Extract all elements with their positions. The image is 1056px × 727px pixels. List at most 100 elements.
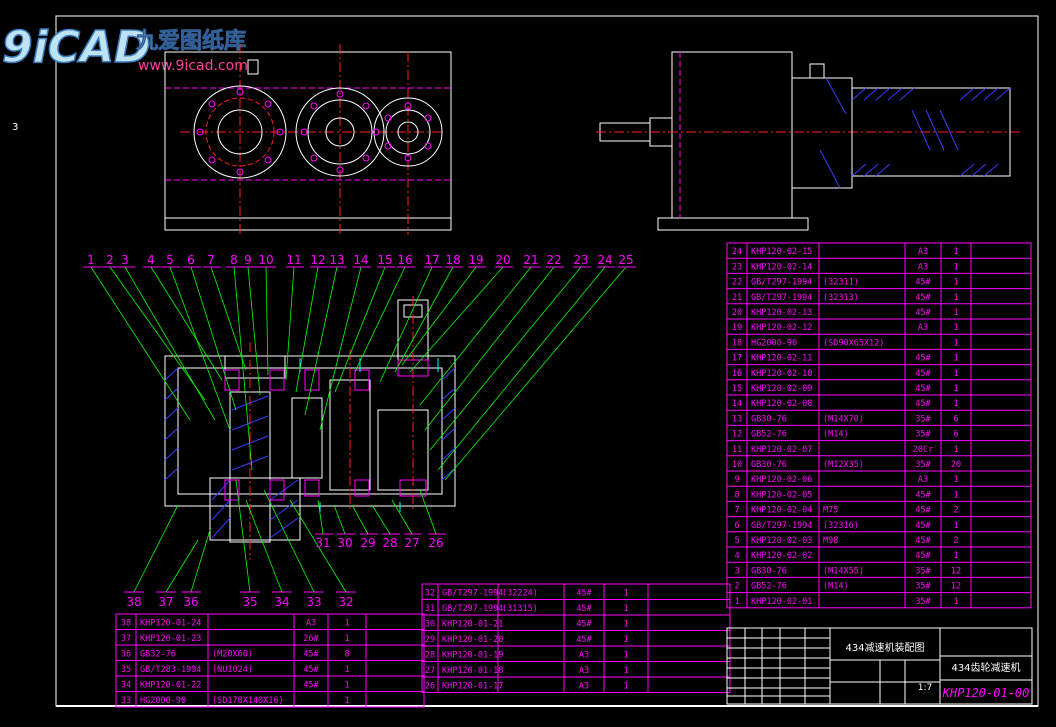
table-cell: KHP120-02-15 (751, 247, 812, 257)
leader-line (354, 266, 406, 373)
section-view-gear-1 (291, 397, 323, 479)
table-cell: (32311) (823, 278, 859, 288)
section-view-housing (164, 355, 456, 507)
leader-line (90, 266, 191, 421)
table-cell: 23 (732, 262, 742, 272)
leader-line (424, 266, 555, 431)
part-balloon: 28 (382, 536, 397, 550)
section-view-gear-3 (377, 409, 429, 491)
table-cell: 38 (121, 619, 131, 629)
part-balloon: 6 (187, 253, 195, 267)
table-cell: (32313) (823, 293, 859, 303)
leader-line (124, 266, 216, 421)
table-cell: GB/T297-1994 (751, 521, 812, 531)
table-cell: 1 (623, 620, 628, 630)
part-balloon: 13 (329, 253, 344, 267)
table-cell: 45# (576, 604, 592, 614)
table-cell: 2 (953, 536, 958, 546)
table-cell: 1 (344, 665, 349, 675)
table-cell: 20 (732, 308, 742, 318)
front-view (164, 44, 452, 235)
table-cell: 13 (732, 414, 742, 424)
table-cell: KHP120-02-07 (751, 445, 812, 455)
table-cell: 35 (121, 665, 131, 675)
table-cell: 34 (121, 681, 131, 691)
leader-line (334, 266, 386, 393)
table-cell: 1 (344, 681, 349, 691)
table-cell: KHP120-02-03 (751, 536, 812, 546)
table-cell: 1 (344, 634, 349, 644)
table-cell: 1 (953, 384, 958, 394)
table-cell: 1 (953, 475, 958, 485)
leader-line (289, 499, 347, 593)
part-balloon: 37 (158, 595, 173, 609)
leader-line (245, 499, 283, 593)
table-cell: 45# (915, 293, 931, 303)
part-balloon: 14 (353, 253, 368, 267)
table-cell: (SD90X65X12) (823, 338, 884, 348)
front-view-bolt-holes (196, 88, 432, 176)
table-cell: (SD170X140X16) (212, 696, 284, 706)
title-scale: 1:7 (918, 683, 932, 693)
part-balloon: 8 (230, 253, 238, 267)
leader-line (379, 266, 433, 383)
title-drawing-name: 434减速机装配图 (845, 641, 924, 654)
table-cell: M98 (823, 536, 838, 546)
table-cell: 45# (915, 369, 931, 379)
part-balloon: 1 (87, 253, 95, 267)
table-cell: 1 (623, 651, 628, 661)
title-block: 434减速机装配图 434齿轮减速机 KHP120-01-00 1:7 (726, 627, 1033, 705)
table-cell: 17 (732, 354, 742, 364)
table-cell: 9 (734, 475, 739, 485)
part-balloon: 27 (404, 536, 419, 550)
part-balloon: 38 (126, 595, 141, 609)
leader-line (150, 266, 223, 381)
table-cell: 45# (576, 620, 592, 630)
table-cell: 2 (953, 506, 958, 516)
part-balloon: 32 (338, 595, 353, 609)
table-cell: KHP120-02-06 (751, 475, 812, 485)
table-cell: 16 (732, 369, 742, 379)
leader-line (210, 266, 247, 371)
section-view-top-cap (224, 355, 286, 379)
title-product-name: 434齿轮减速机 (951, 661, 1020, 674)
front-view-mid-flange (295, 87, 385, 177)
table-cell: (M14) (823, 430, 849, 440)
table-cell: 1 (953, 399, 958, 409)
table-cell: GB/T297-1994 (442, 589, 503, 599)
table-cell: 1 (623, 635, 628, 645)
table-cell: (M14) (823, 582, 849, 592)
table-cell: KHP120-02-01 (751, 597, 812, 607)
table-cell: 1 (953, 247, 958, 257)
table-cell: 8 (734, 490, 739, 500)
table-cell: 45# (303, 665, 319, 675)
table-cell: 35# (915, 430, 931, 440)
watermark-site-name: 九爱图纸库 (135, 28, 246, 54)
front-view-large-bore (217, 109, 263, 155)
leader-line (429, 266, 582, 451)
front-view-large-flange (193, 85, 287, 179)
side-view-output-sleeve (852, 87, 1011, 177)
table-cell: 45# (915, 278, 931, 288)
leader-line (263, 489, 315, 593)
table-cell: A3 (579, 651, 589, 661)
table-cell: 20 (951, 460, 961, 470)
table-cell: A3 (918, 262, 928, 272)
table-cell: 37 (121, 634, 131, 644)
table-cell: 22 (732, 278, 742, 288)
table-cell: KHP120-02-02 (751, 551, 812, 561)
table-cell: KHP120-01-17 (442, 682, 503, 692)
table-cell: (32224) (502, 589, 538, 599)
table-cell: 27 (425, 666, 435, 676)
part-balloon: 25 (618, 253, 633, 267)
table-cell: GB52-76 (751, 582, 787, 592)
table-cell: KHP120-02-14 (751, 262, 812, 272)
part-balloon: 22 (546, 253, 561, 267)
table-cell: A3 (579, 682, 589, 692)
leader-lines (83, 266, 636, 593)
table-cell: KHP120-01-22 (140, 681, 201, 691)
table-cell: A3 (918, 475, 928, 485)
part-balloon: 24 (597, 253, 612, 267)
table-cell: KHP120-02-05 (751, 490, 812, 500)
leader-line (190, 529, 211, 593)
